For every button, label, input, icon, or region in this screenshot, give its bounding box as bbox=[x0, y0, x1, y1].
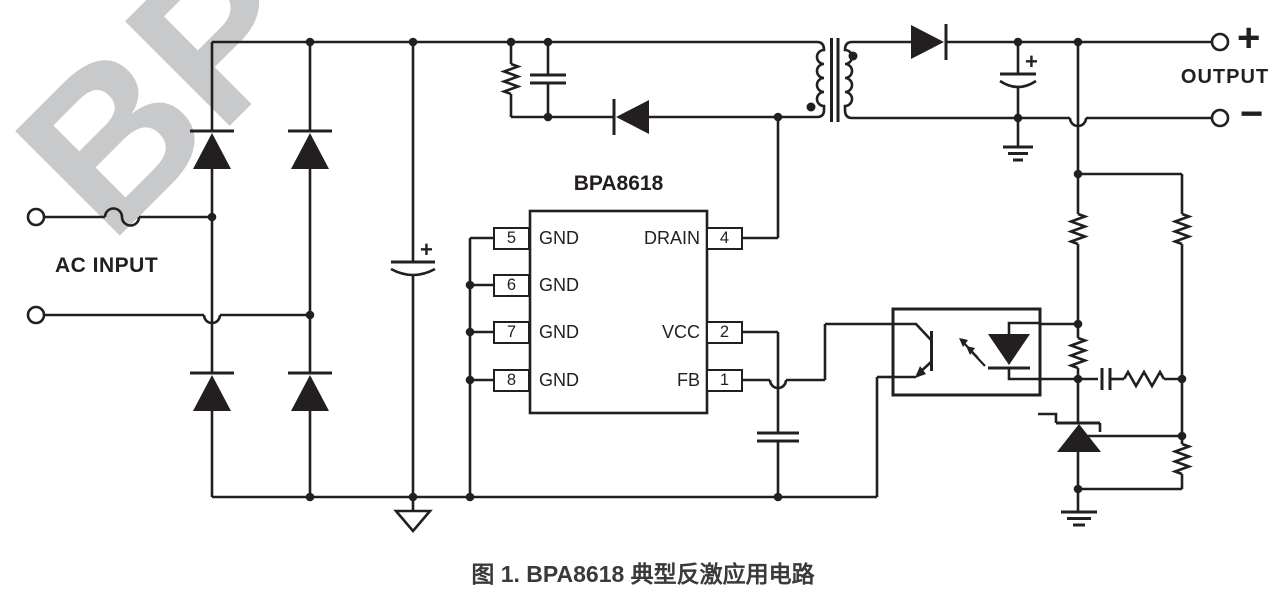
pin-5-label: GND bbox=[539, 228, 579, 248]
bulk-cap-polarity-icon: + bbox=[420, 237, 433, 262]
secondary-ground-icon bbox=[1003, 145, 1033, 162]
pin-7-box: 7 bbox=[493, 321, 530, 344]
fuse-icon bbox=[103, 207, 141, 227]
primary-ground-icon bbox=[393, 497, 433, 534]
pin-4-box: 4 bbox=[706, 227, 743, 250]
emitter-arrow-icon bbox=[915, 366, 926, 378]
pin-8-label: GND bbox=[539, 370, 579, 390]
optocoupler bbox=[875, 307, 1078, 497]
pin-5-box: 5 bbox=[493, 227, 530, 250]
pin-7-label: GND bbox=[539, 322, 579, 342]
figure-caption: 图 1. BPA8618 典型反激应用电路 bbox=[471, 561, 815, 587]
led-series-resistor bbox=[1067, 212, 1089, 246]
ic-body bbox=[528, 209, 709, 415]
pin-6-box: 6 bbox=[493, 274, 530, 297]
output-minus-label: − bbox=[1240, 92, 1264, 136]
output-minus-rail bbox=[852, 116, 1212, 128]
light-arrow-icon bbox=[966, 346, 975, 355]
pin-8-box: 8 bbox=[493, 369, 530, 392]
ac-input-terminals bbox=[26, 207, 310, 325]
opto-led-icon bbox=[988, 334, 1030, 365]
junction-dots bbox=[207, 37, 1187, 502]
output-label: OUTPUT bbox=[1180, 66, 1270, 88]
ac-input-label: AC INPUT bbox=[55, 254, 159, 277]
divider-upper-resistor bbox=[1171, 212, 1193, 246]
pin-2-box: 2 bbox=[706, 321, 743, 344]
fb-wire bbox=[743, 322, 893, 390]
pin-6-label: GND bbox=[539, 275, 579, 295]
pin-1-box: 1 bbox=[706, 369, 743, 392]
pin-4-label: DRAIN bbox=[643, 228, 700, 248]
pin-2-label: VCC bbox=[661, 322, 700, 342]
output-plus-label: + bbox=[1237, 16, 1261, 60]
transformer bbox=[806, 38, 858, 122]
shunt-regulator-tl431 bbox=[1038, 412, 1182, 512]
compensation-resistor bbox=[1122, 369, 1166, 389]
divider-lower-resistor bbox=[1171, 442, 1193, 476]
bulk-capacitor bbox=[390, 42, 436, 497]
ic-title: BPA8618 bbox=[573, 172, 664, 195]
pin-1-label: FB bbox=[676, 370, 700, 390]
secondary-phase-dot bbox=[848, 51, 858, 61]
light-arrow-icon bbox=[959, 338, 968, 347]
vcc-capacitor bbox=[743, 330, 799, 497]
wire-hop-icon bbox=[768, 379, 788, 390]
tl431-ground-icon bbox=[1061, 510, 1097, 527]
snubber-clamp bbox=[500, 42, 817, 135]
ic-gnd-bus bbox=[468, 236, 493, 497]
output-terminals bbox=[1210, 32, 1230, 128]
primary-phase-dot bbox=[806, 102, 816, 112]
drain-wire bbox=[743, 117, 780, 240]
led-parallel-resistor bbox=[1067, 336, 1089, 370]
bridge-rectifier bbox=[190, 42, 332, 497]
output-cap-polarity-icon: + bbox=[1025, 49, 1038, 74]
